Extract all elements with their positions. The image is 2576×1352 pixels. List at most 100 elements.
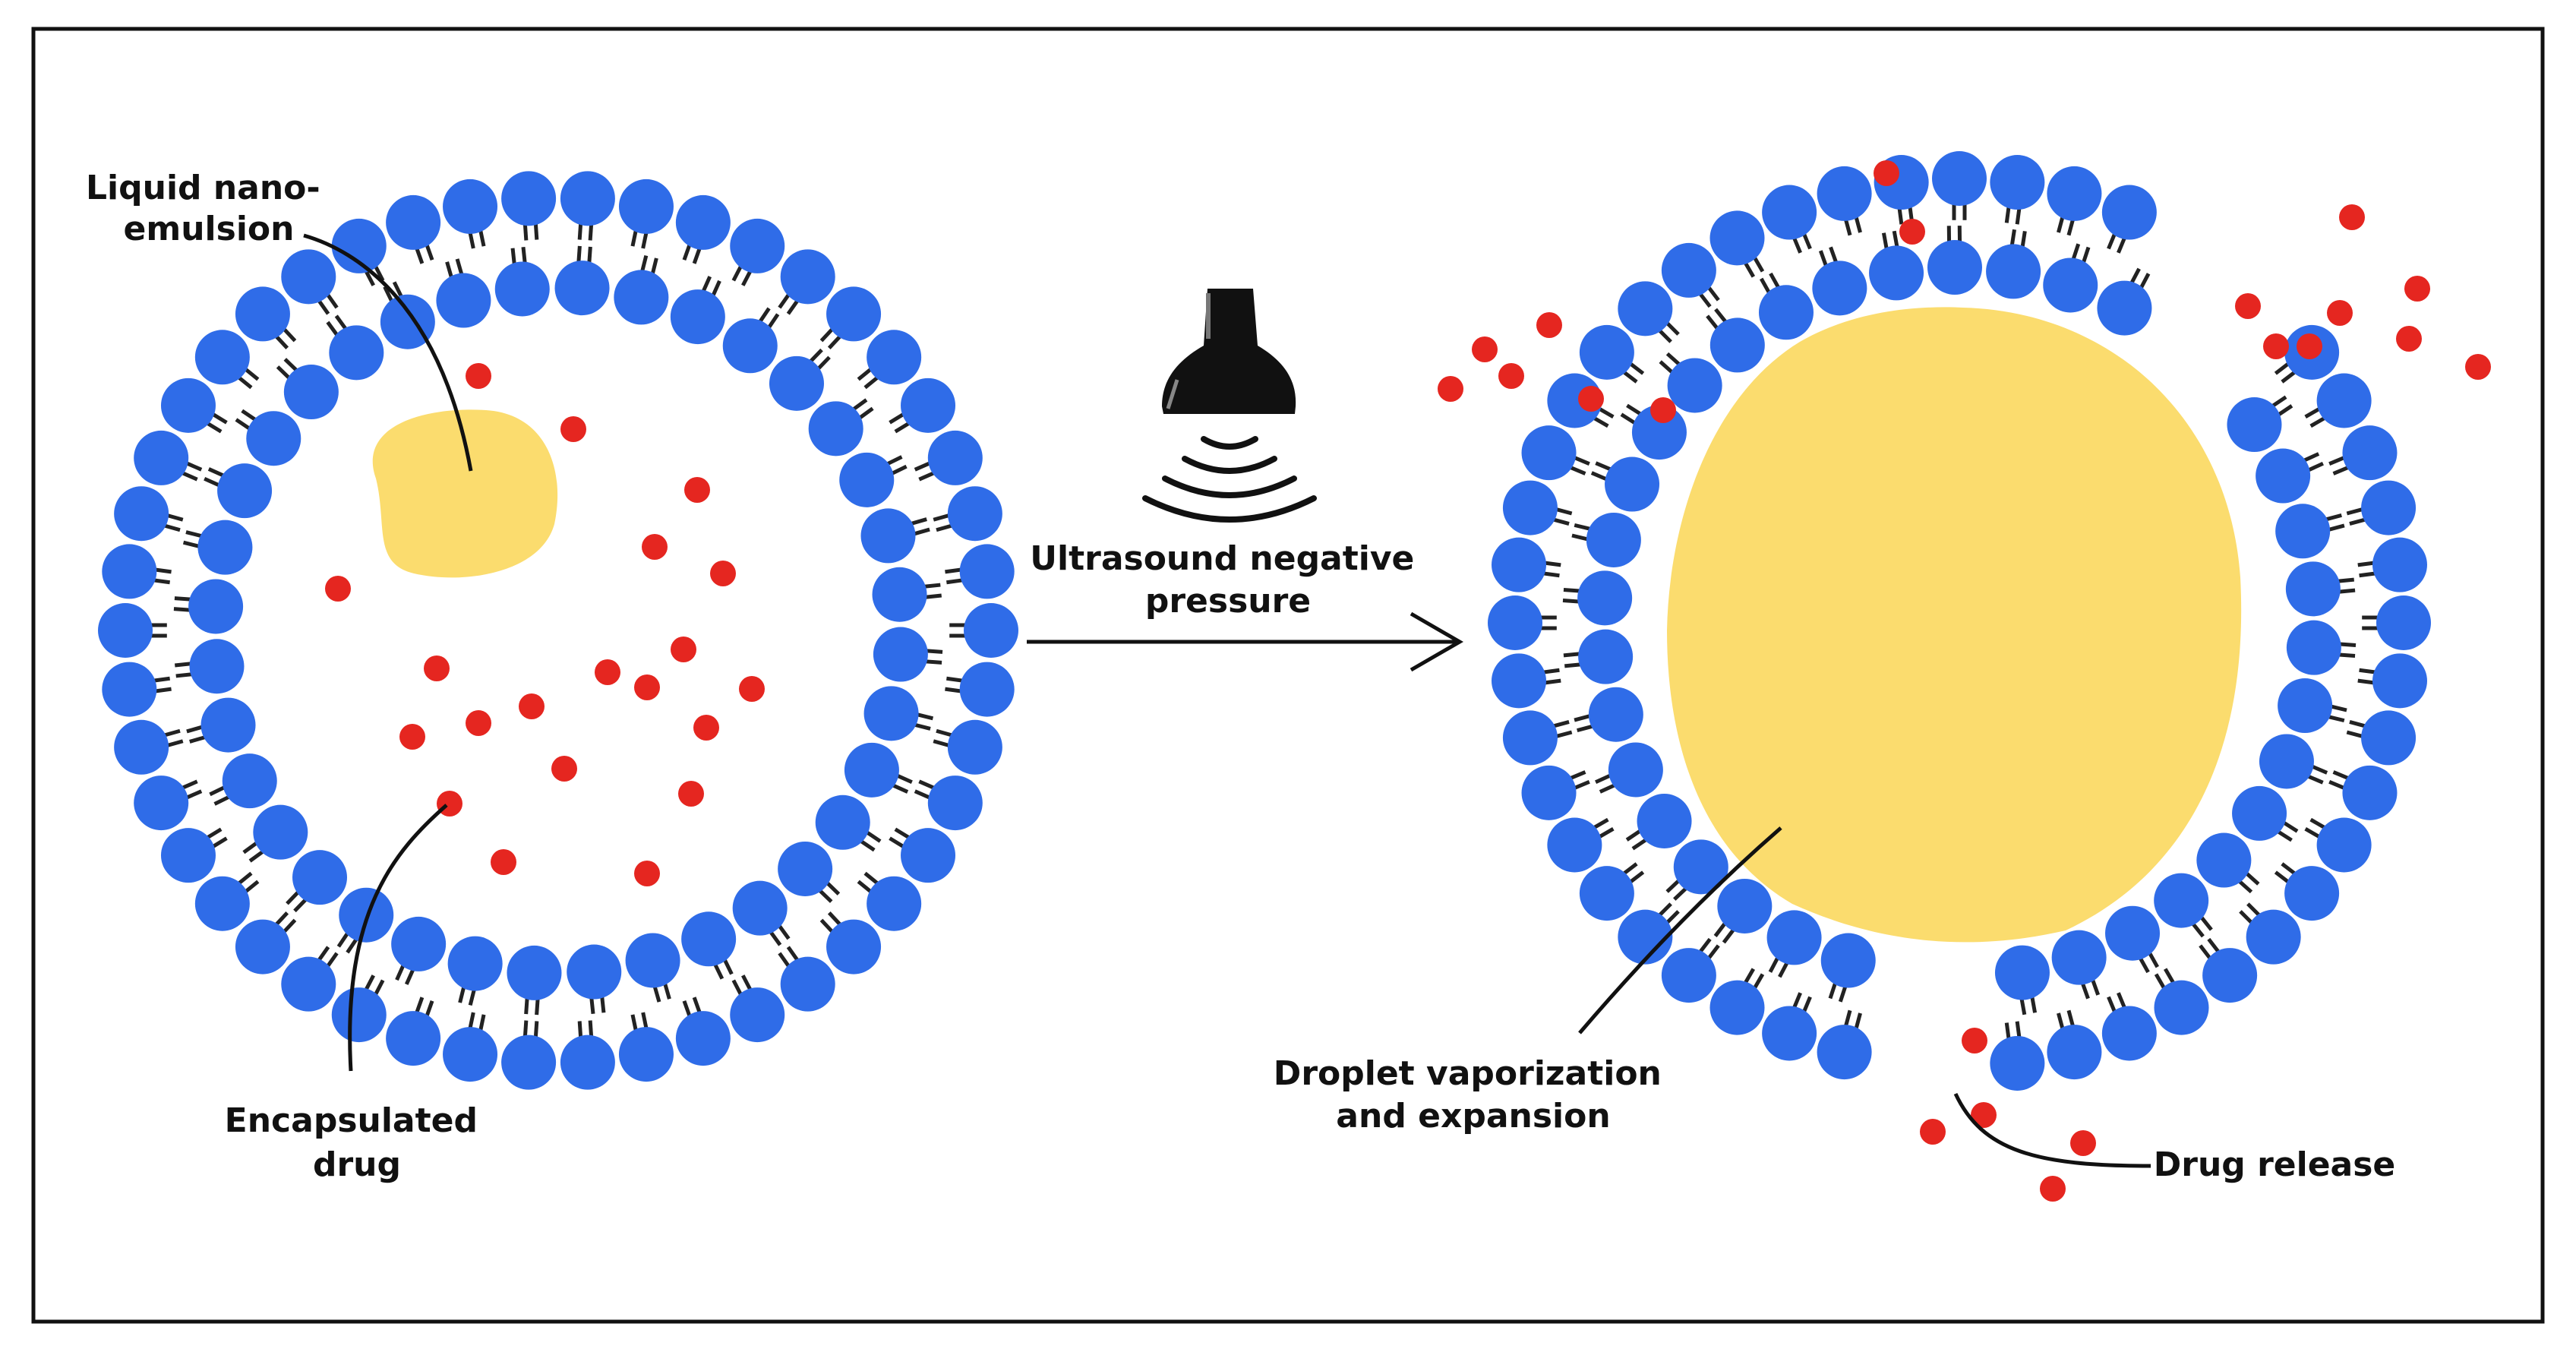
lipid-head [2372,537,2427,592]
nanoemulsion-pointer-line [303,233,473,472]
drug-particle [2297,333,2322,359]
lipid-head [959,662,1015,717]
lipid-head [1927,240,1982,295]
lipid-head [2342,765,2398,820]
drug-particle [634,674,660,700]
lipid-head [197,520,253,575]
lipid-head [964,603,1018,658]
lipid-head [443,1027,498,1082]
lipid-head [188,579,244,634]
lipid-head [1673,839,1728,895]
lipid-head [283,365,339,420]
lipid-head [2286,620,2341,675]
drug-particle [551,756,577,782]
drug-particle [684,477,710,503]
lipid-head [560,1035,615,1090]
lipid-head [1502,710,1558,766]
drug-particle [642,534,668,560]
lipid-head [2227,397,2282,453]
drug-particle [678,781,704,807]
drug-particle [1472,336,1498,362]
lipid-head [2196,832,2252,888]
lipid-head [722,318,778,374]
lipid-head [1661,242,1716,298]
lipid-head [2246,909,2301,965]
lipid-head [1709,210,1765,266]
encapsulated-drug-label: Encapsulated drug [225,1101,490,1184]
drug-particle [1874,160,1899,186]
drug-particle [466,710,491,736]
encapsulated-drug-label-line-1: Encapsulated [225,1101,478,1140]
lipid-head [134,776,189,831]
drug-particle [2465,354,2491,380]
lipid-head [1637,793,1692,848]
lipid-head [815,794,870,850]
right-lipid-bilayer [1488,151,2431,1091]
drug-particle [1498,363,1524,389]
lipid-head [901,828,956,883]
lipid-head [2376,595,2431,650]
lipid-head [826,919,882,975]
lipid-head [386,194,441,250]
lipid-head [1820,933,1876,988]
lipid-head [769,355,824,411]
lipid-head [194,330,250,385]
lipid-head [235,286,290,342]
drug-particle [1920,1119,1946,1145]
lipid-head [927,776,983,831]
lipid-head [670,289,725,345]
left-liquid-core [372,409,558,578]
process-arrow [1027,611,1463,672]
lipid-head [134,430,189,485]
lipid-head [614,270,669,325]
lipid-head [732,880,788,936]
vaporization-label-line-2: and expansion [1336,1097,1610,1136]
lipid-head [102,662,157,717]
lipid-head [1631,405,1687,460]
lipid-head [567,944,622,1000]
drug-particle [693,715,719,741]
lipid-head [1709,980,1765,1035]
lipid-head [2284,866,2340,921]
lipid-head [436,273,491,328]
lipid-head [2202,948,2258,1003]
lipid-head [863,686,919,741]
lipid-head [494,261,550,317]
drug-particle [595,659,620,685]
lipid-head [1488,595,1542,650]
lipid-head [2372,653,2427,709]
lipid-head [1577,570,1633,626]
drug-particle [1438,376,1463,402]
lipid-head [1932,151,1987,206]
vaporization-label-line-1: Droplet vaporization [1274,1054,1662,1093]
lipid-head [959,544,1015,599]
lipid-head [281,249,336,305]
lipid-head [1990,155,2045,210]
lipid-head [2361,480,2417,535]
lipid-head [253,804,308,860]
lipid-head [2278,678,2333,734]
transducer-label-line-1: Ultrasound negative [1030,539,1414,578]
drug-particle [1578,386,1604,412]
lipid-head [839,452,895,507]
lipid-head [1817,166,1872,221]
lipid-head [114,486,169,542]
drug-particle [424,655,450,681]
lipid-head [1578,629,1634,684]
lipid-head [2259,734,2314,789]
drug-particle [1962,1028,1987,1053]
lipid-head [901,377,956,433]
lipid-head [2256,448,2311,504]
lipid-head [1762,1006,1817,1061]
lipid-head [873,627,928,682]
lipid-head [867,876,922,931]
lipid-head [1618,909,1673,965]
lipid-head [1502,480,1558,535]
drug-particle [491,849,516,875]
lipid-head [281,956,336,1012]
lipid-head [217,463,273,519]
lipid-head [872,567,927,622]
drug-release-pointer-line [1953,1092,2151,1168]
lipid-head [329,325,384,381]
